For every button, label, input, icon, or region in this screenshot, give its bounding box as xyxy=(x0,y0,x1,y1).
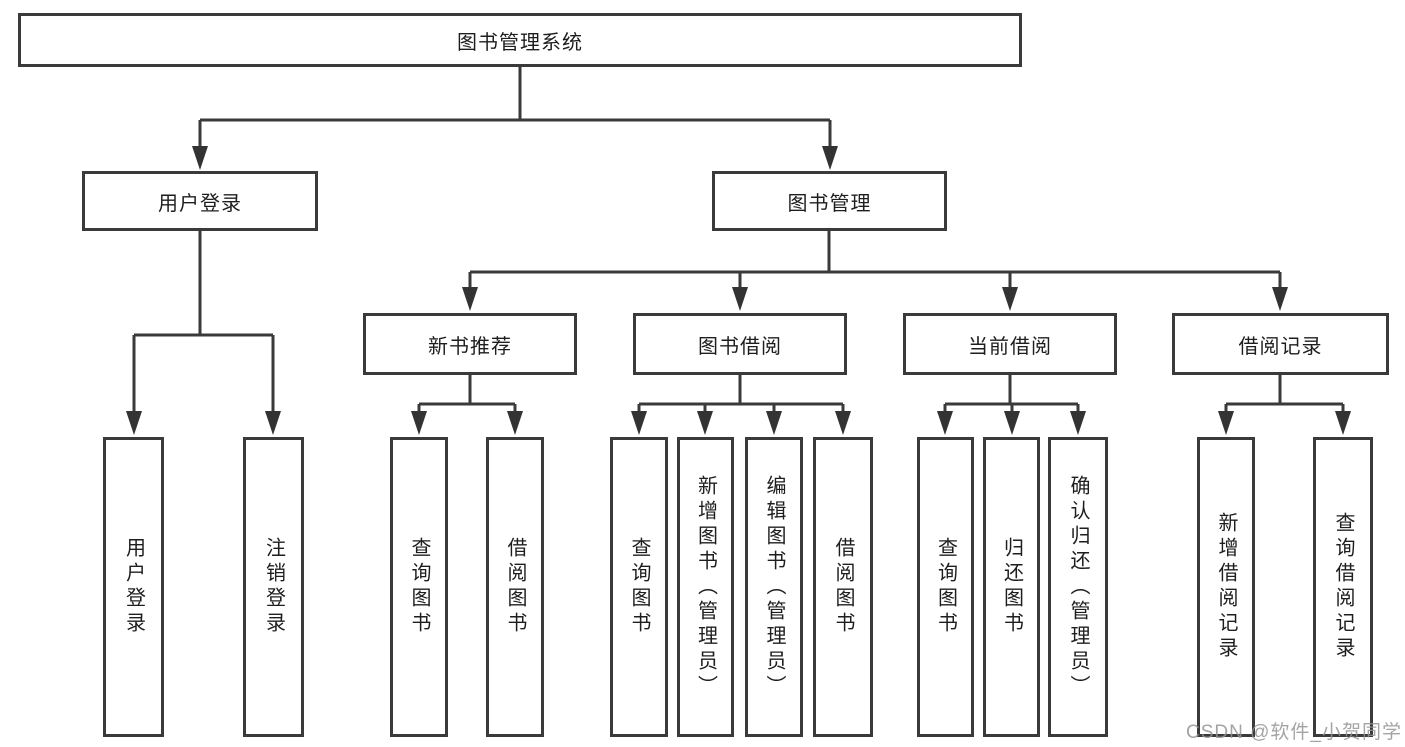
leaf-borrow-books: 借阅图书 xyxy=(813,437,873,737)
node-borrow-records: 借阅记录 xyxy=(1172,313,1389,375)
leaf-query-books-borrow: 查询图书 xyxy=(610,437,668,737)
node-book-management: 图书管理 xyxy=(712,171,947,231)
leaf-add-books-admin: 新增图书（管理员） xyxy=(677,437,734,737)
leaf-borrow-books-recommend: 借阅图书 xyxy=(486,437,544,737)
node-user-login: 用户登录 xyxy=(82,171,318,231)
node-new-book-recommend: 新书推荐 xyxy=(363,313,577,375)
leaf-query-borrow-record: 查询借阅记录 xyxy=(1313,437,1373,737)
node-current-borrow: 当前借阅 xyxy=(903,313,1117,375)
leaf-logout-login: 注销登录 xyxy=(243,437,304,737)
leaf-query-books-current: 查询图书 xyxy=(917,437,974,737)
leaf-query-books-recommend: 查询图书 xyxy=(390,437,448,737)
leaf-return-books: 归还图书 xyxy=(983,437,1040,737)
watermark-csdn: CSDN @软件_小贺同学 xyxy=(1186,722,1402,743)
leaf-user-login: 用户登录 xyxy=(103,437,164,737)
leaf-add-borrow-record: 新增借阅记录 xyxy=(1197,437,1255,737)
node-book-borrow: 图书借阅 xyxy=(633,313,847,375)
leaf-confirm-return-admin: 确认归还（管理员） xyxy=(1048,437,1108,737)
node-library-management-system: 图书管理系统 xyxy=(18,13,1022,67)
leaf-edit-books-admin: 编辑图书（管理员） xyxy=(745,437,803,737)
